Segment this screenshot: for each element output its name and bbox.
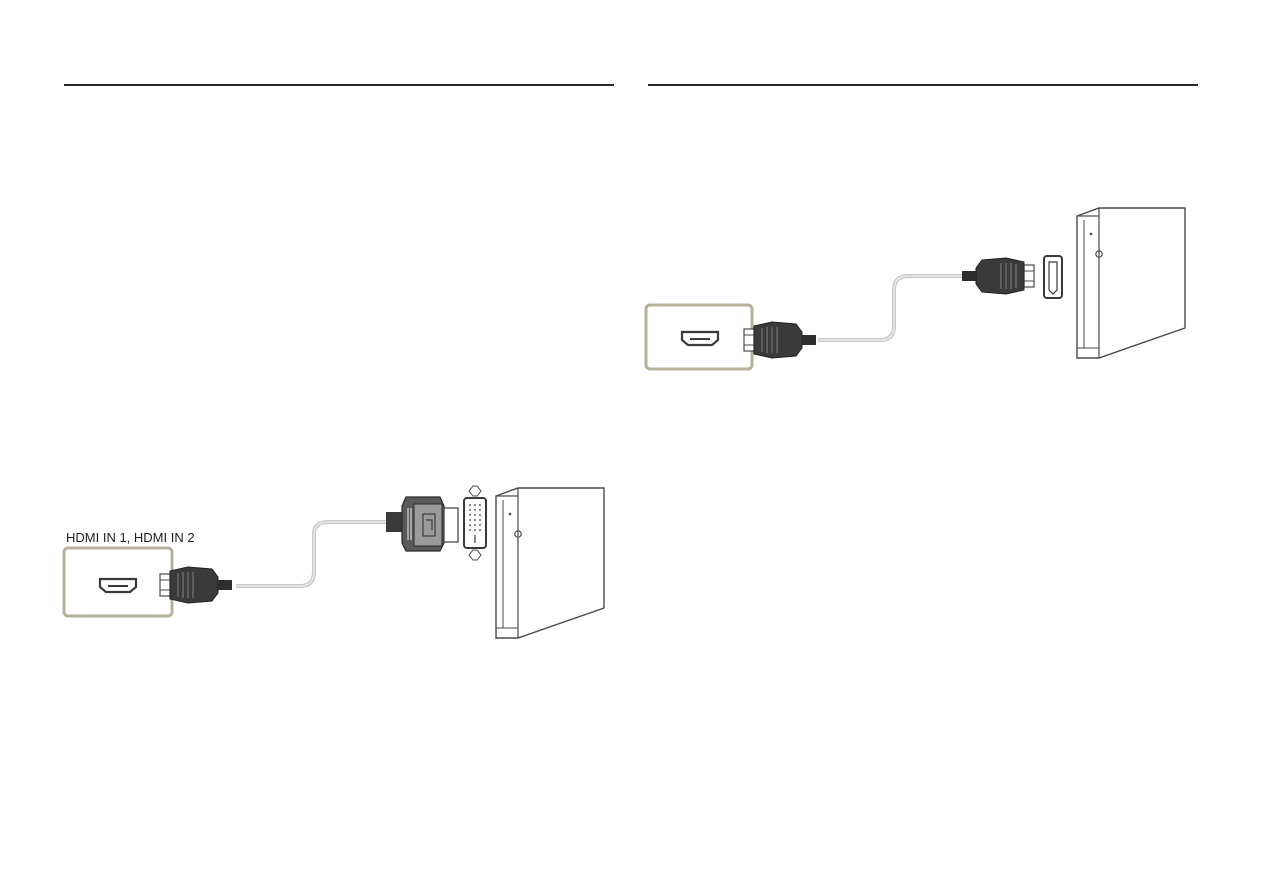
right-hdmi-socket-icon <box>682 332 718 345</box>
left-pc-tower-icon <box>496 488 604 638</box>
right-hdmi-plug-pc-icon <box>962 258 1034 294</box>
left-hdmi-plug-icon <box>160 567 232 603</box>
right-hdmi-socket-pc-icon <box>1044 256 1062 298</box>
left-dvi-socket-icon <box>464 486 486 560</box>
left-cable <box>236 522 386 586</box>
right-hdmi-plug-monitor-icon <box>744 322 816 358</box>
right-cable <box>818 276 962 340</box>
right-pc-tower-icon <box>1077 208 1185 358</box>
left-hdmi-socket-icon <box>100 579 136 592</box>
left-dvi-plug-icon <box>386 497 458 551</box>
